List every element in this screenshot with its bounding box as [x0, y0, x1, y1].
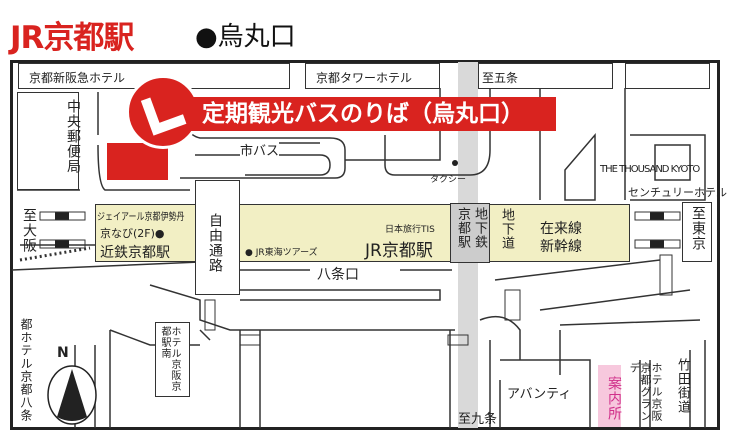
city-bus-label: 市バス — [240, 140, 280, 159]
miyako-hotel: 都ホテル京都八条 — [19, 318, 33, 422]
bus-terminal-banner: 定期観光バスのりば（烏丸口） — [190, 97, 556, 131]
tower-hotel: 京都タワーホテル — [305, 63, 440, 89]
to-kujo: 至九条 — [458, 412, 498, 427]
post-office: 中央郵便局 — [17, 92, 81, 190]
page-title: JR京都駅 — [10, 20, 134, 56]
page-subtitle: ●烏丸口 — [195, 22, 296, 52]
shinkansen-label: 新幹線 — [540, 239, 582, 255]
kintetsu-label: 近鉄京都駅 — [100, 245, 170, 261]
arrow-down-left-icon — [126, 75, 200, 149]
jr-tokai-label: ● JR東海ツアーズ — [245, 248, 318, 258]
gojo-road: 至五条 — [478, 63, 613, 89]
underpass-label: 地下道 — [499, 208, 514, 250]
takeda-kaido: 竹田街道 — [675, 358, 690, 414]
subway-station: 地下鉄 京都駅 — [450, 203, 490, 263]
free-passage: 自由通路 — [195, 180, 240, 295]
north-label: N — [57, 345, 69, 361]
to-osaka: 至大阪 — [21, 208, 37, 253]
avanti-label: アバンティ — [507, 387, 572, 402]
map-frame — [10, 60, 720, 430]
to-tokyo: 至東京 — [682, 202, 712, 262]
zairai-label: 在来線 — [540, 221, 582, 237]
tis-label: 日本旅行TIS — [385, 225, 435, 235]
taxi-label: タクシー — [430, 175, 467, 185]
bus-stop-marker — [107, 143, 168, 180]
compass-icon — [45, 365, 100, 425]
century-hotel: センチュリーホテル — [628, 186, 727, 199]
thousand-kyoto: THE THOUSAND KYOTO — [600, 164, 700, 175]
block — [625, 63, 710, 89]
isetan-label: ジェイアール京都伊勢丹 — [97, 212, 185, 223]
keihan-hotel: ホテル京阪京都駅南 — [155, 322, 190, 397]
station-building — [95, 204, 630, 262]
kyonavi-label: 京なび(2F)● — [100, 227, 165, 240]
keihan-granda: ホテル京阪京都グランデ — [628, 362, 663, 422]
jr-station-label: JR京都駅 — [365, 241, 433, 261]
hankyu-hotel: 京都新阪急ホテル — [29, 71, 126, 85]
info-center: 案内所 — [598, 365, 622, 427]
hachijo-exit: 八条口 — [315, 264, 361, 284]
